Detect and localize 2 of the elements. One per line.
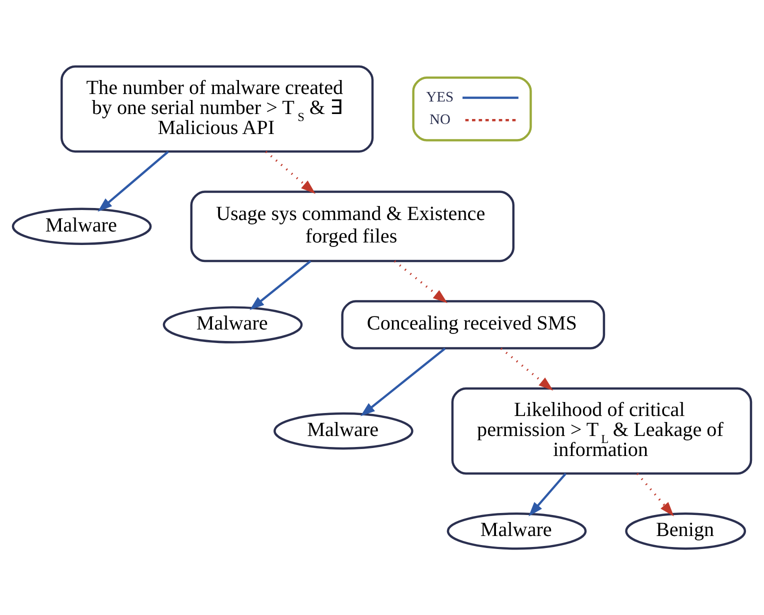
legend-label: YES: [426, 90, 454, 106]
legend-label: NO: [430, 112, 450, 128]
